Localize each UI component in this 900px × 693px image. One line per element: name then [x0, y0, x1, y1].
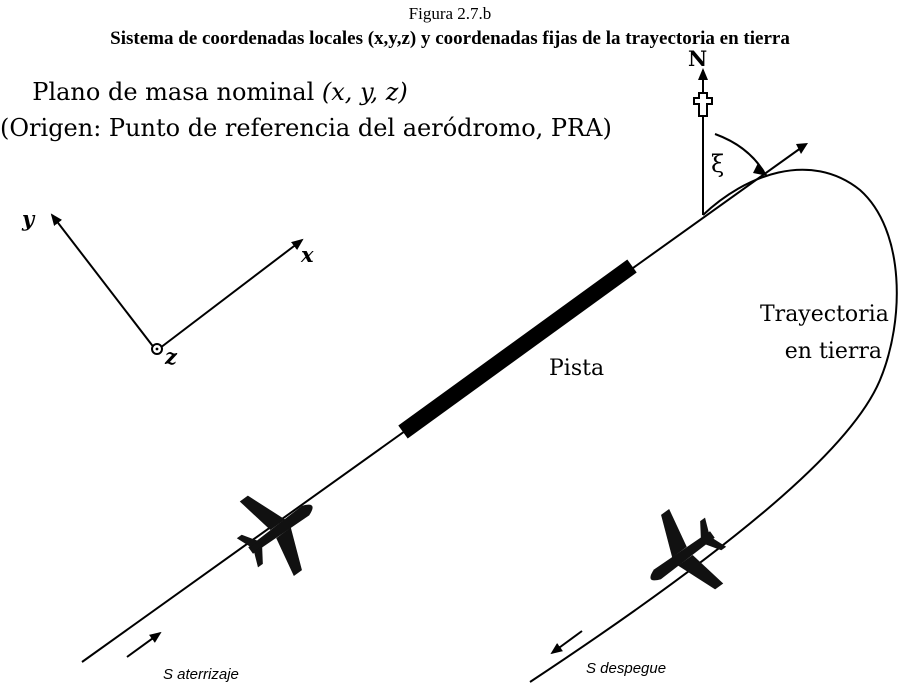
s-landing-arrow: [126, 631, 162, 658]
xi-label: ξ: [711, 150, 725, 178]
y-axis-label: y: [22, 206, 35, 231]
s-landing-label: S aterrizaje: [163, 666, 239, 683]
figure-number: Figura 2.7.b: [408, 4, 492, 23]
north-label: N: [688, 46, 708, 71]
ground-track-label-line2: en tierra: [784, 339, 882, 364]
landing-airplane-icon: [236, 495, 313, 576]
z-axis-label: z: [165, 344, 177, 369]
plane-title-text: Plano de masa nominal: [32, 78, 315, 106]
x-axis-label: x: [301, 242, 314, 267]
y-axis-line: [50, 213, 156, 350]
plane-title-line1: Plano de masa nominal (x, y, z): [0, 78, 440, 106]
runway: [398, 259, 637, 439]
runway-label: Pista: [549, 356, 605, 381]
plane-title-vars: (x, y, z): [321, 78, 408, 106]
s-takeoff-arrow: [550, 630, 583, 655]
x-axis-line: [159, 238, 304, 349]
takeoff-airplane-icon: [650, 509, 727, 590]
s-takeoff-label: S despegue: [586, 660, 667, 677]
ground-track-label-line1: Trayectoria: [760, 302, 889, 327]
figure-title: Sistema de coordenadas locales (x,y,z) y…: [110, 28, 790, 49]
north-cross-icon: [693, 92, 713, 117]
ground-track-path: [529, 168, 898, 683]
